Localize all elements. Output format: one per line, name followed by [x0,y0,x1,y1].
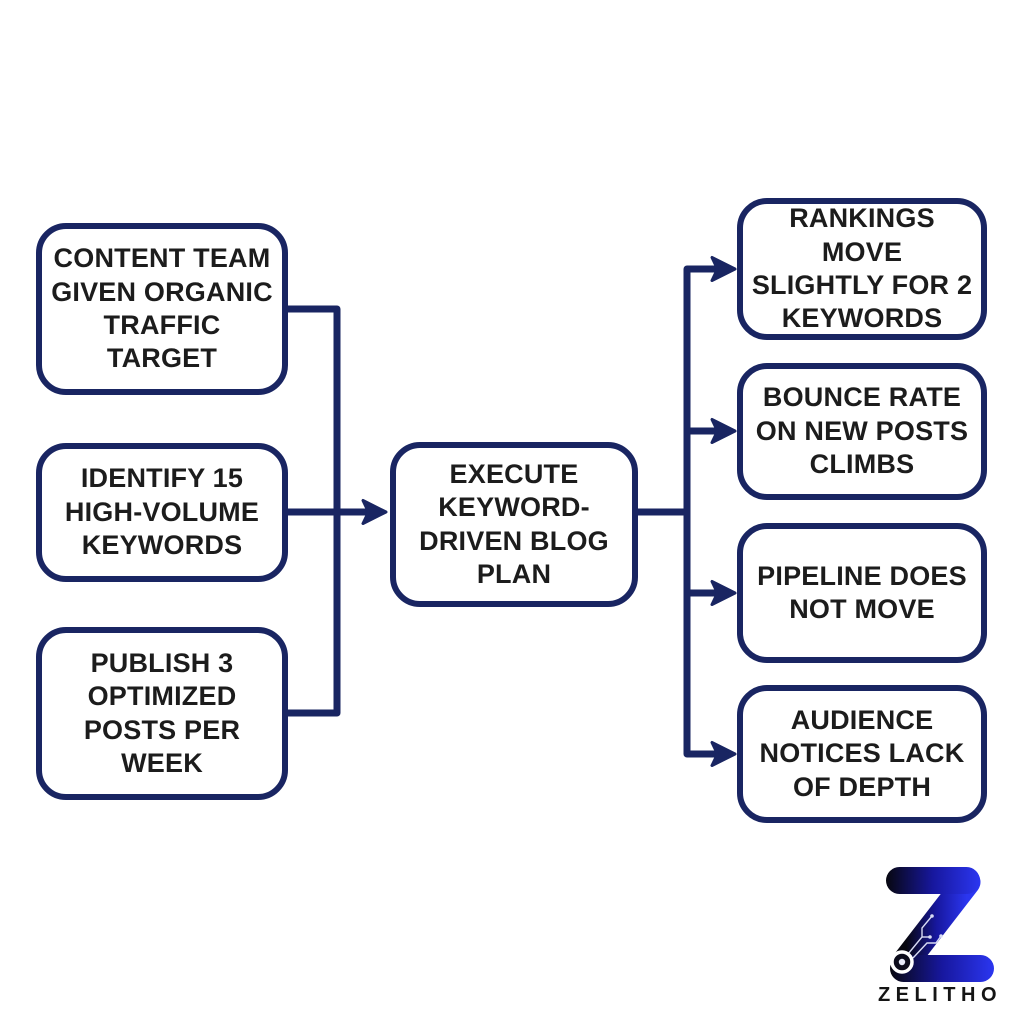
zelitho-wordmark: ZELITHO [877,984,1003,1006]
node-audience-depth: AUDIENCE NOTICES LACK OF DEPTH [737,685,987,823]
zelitho-logo: ZELITHO [856,856,1024,1008]
arrow-into-rankings-icon [710,256,737,282]
node-content-team-target: CONTENT TEAM GIVEN ORGANIC TRAFFIC TARGE… [36,223,288,395]
node-execute-plan: EXECUTE KEYWORD- DRIVEN BLOG PLAN [390,442,638,607]
arrow-into-center-icon [361,499,388,525]
right-branch-trunk [683,265,716,758]
circuit-nodes [928,914,943,939]
zelitho-z-icon [886,867,994,982]
arrow-into-bounce-rate-icon [710,418,737,444]
arrow-into-audience-icon [710,741,737,767]
node-pipeline-static: PIPELINE DOES NOT MOVE [737,523,987,663]
node-rankings-move: RANKINGS MOVE SLIGHTLY FOR 2 KEYWORDS [737,198,987,340]
node-bounce-rate: BOUNCE RATE ON NEW POSTS CLIMBS [737,363,987,500]
arrow-into-pipeline-icon [710,580,737,606]
node-publish-posts: PUBLISH 3 OPTIMIZED POSTS PER WEEK [36,627,288,800]
node-identify-keywords: IDENTIFY 15 HIGH-VOLUME KEYWORDS [36,443,288,582]
circuit-ring-dot [898,958,906,966]
